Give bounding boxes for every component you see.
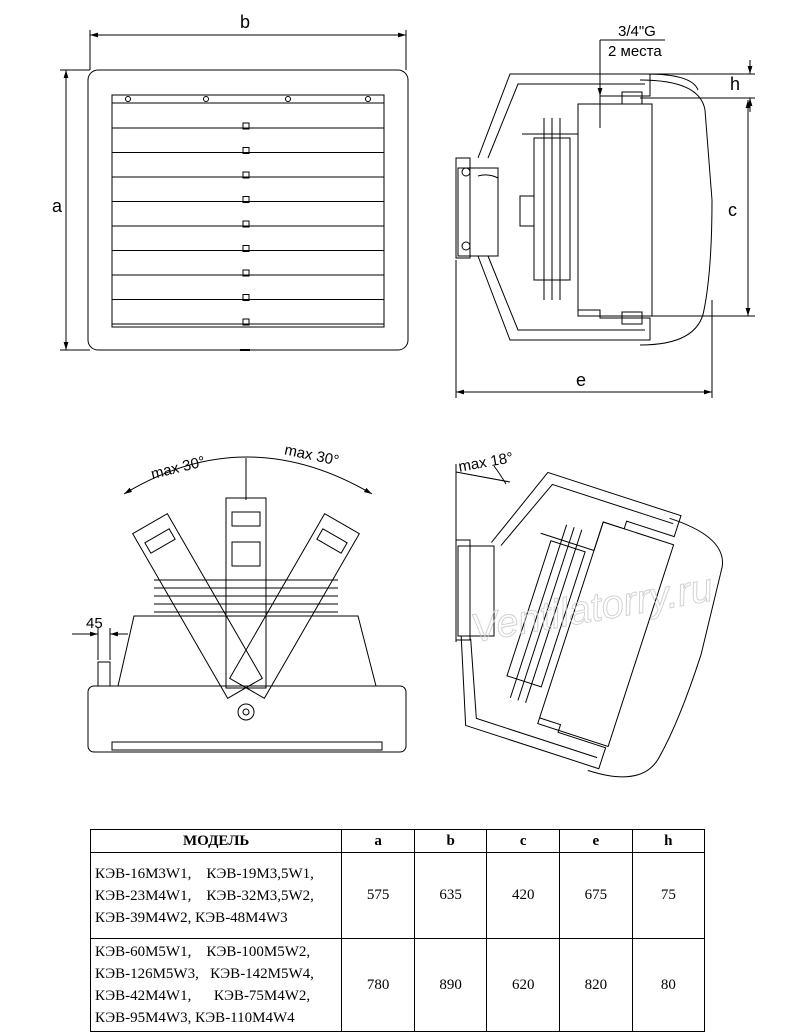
model-name: КЭВ-126М5W3,: [95, 966, 199, 982]
model-name: КЭВ-100М5W2,: [206, 944, 311, 960]
dim-label-e: e: [576, 370, 586, 390]
watermark: Ventilatorry.ru: [468, 565, 716, 651]
value-b: 635: [413, 852, 488, 939]
model-name: КЭВ-19М3,5W1,: [206, 865, 314, 882]
max30-left-label: max 30°: [149, 453, 207, 483]
front-view: [60, 30, 409, 351]
rotation-view: [72, 456, 407, 753]
value-c: 420: [486, 852, 561, 939]
louver-clip: [242, 171, 250, 179]
places-label: 2 места: [608, 43, 662, 60]
value-e: 820: [559, 938, 633, 1032]
header-a: a: [341, 829, 415, 853]
louver-clip: [242, 196, 250, 203]
louver-clip: [242, 318, 250, 326]
dim-label-b: b: [240, 12, 250, 32]
value-e: 675: [559, 852, 633, 939]
louver-clip: [242, 220, 250, 228]
model-name: КЭВ-23М4W1,: [95, 887, 192, 904]
tilt-view: [455, 464, 723, 778]
dim-label-h: h: [730, 74, 740, 94]
louver-clip: [242, 147, 250, 154]
model-name: КЭВ-48М4W3: [195, 909, 288, 926]
max30-right-label: max 30°: [283, 441, 341, 469]
models-cell: КЭВ-60М5W1, КЭВ-100М5W2, КЭВ-126М5W3, КЭ…: [89, 938, 343, 1032]
louver-clip: [242, 122, 250, 130]
max18-label: max 18°: [457, 449, 514, 475]
header-model: МОДЕЛЬ: [89, 829, 343, 853]
model-name: КЭВ-16М3W1,: [95, 865, 192, 882]
louver-clip: [242, 294, 250, 301]
technical-drawing: b a: [52, 12, 755, 778]
louver-clip: [242, 269, 250, 277]
value-a: 780: [341, 938, 415, 1032]
model-name: КЭВ-142М5W4,: [210, 966, 314, 982]
value-h: 75: [631, 852, 706, 939]
model-name: КЭВ-75М4W2,: [213, 988, 311, 1004]
models-cell: КЭВ-16М3W1, КЭВ-19М3,5W1, КЭВ-23М4W1, КЭ…: [89, 852, 343, 939]
model-name: КЭВ-42М4W1,: [95, 988, 192, 1004]
header-c: c: [486, 829, 561, 853]
louver-clip: [242, 245, 250, 252]
value-a: 575: [341, 852, 415, 939]
model-name: КЭВ-60М5W1,: [95, 944, 192, 960]
header-h: h: [631, 829, 706, 853]
table-row: КЭВ-60М5W1, КЭВ-100М5W2, КЭВ-126М5W3, КЭ…: [89, 938, 706, 1032]
model-name: КЭВ-32М3,5W2,: [206, 887, 314, 904]
table-row: КЭВ-16М3W1, КЭВ-19М3,5W1, КЭВ-23М4W1, КЭ…: [89, 852, 706, 939]
spec-header-row: МОДЕЛЬ a b c e h: [89, 829, 706, 853]
value-h: 80: [631, 938, 706, 1032]
spec-table: МОДЕЛЬ a b c e h КЭВ-16М3W1, КЭВ-19М3,5W…: [89, 829, 706, 1032]
model-name: КЭВ-95М4W3,: [95, 1010, 192, 1026]
header-b: b: [413, 829, 488, 853]
model-name: КЭВ-39М4W2,: [95, 909, 192, 926]
side-view: [455, 39, 755, 398]
model-name: КЭВ-110М4W4: [195, 1010, 295, 1026]
dim-label-45: 45: [86, 615, 103, 632]
header-e: e: [559, 829, 633, 853]
dim-label-c: c: [728, 200, 737, 220]
dim-label-a: a: [52, 196, 63, 216]
thread-label: 3/4"G: [618, 23, 656, 40]
